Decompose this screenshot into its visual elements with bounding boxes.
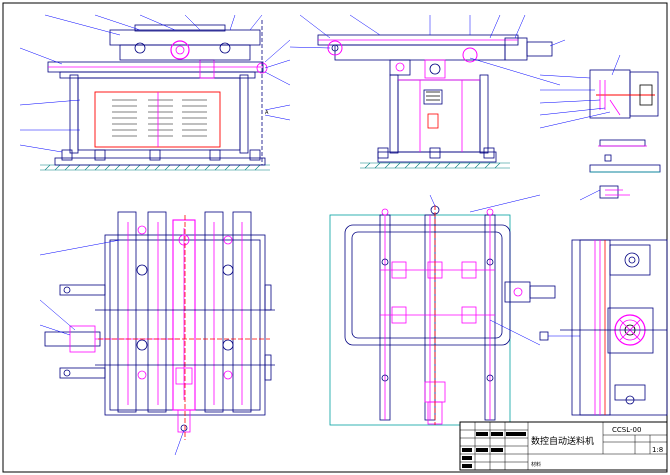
title-block: 数控自动送料机 CCSL-00 1:8 材料 xyxy=(459,421,668,471)
drawing-number: CCSL-00 xyxy=(612,426,641,434)
sheet-mark: A xyxy=(265,110,269,116)
feeder-plan-leaders xyxy=(429,194,580,346)
detail-view-clamp xyxy=(589,69,661,199)
detail-view-leaders xyxy=(539,54,621,201)
side-elevation-view xyxy=(317,34,553,169)
front-view-leaders xyxy=(19,14,291,153)
servo-motor xyxy=(170,40,190,60)
feed-roller-right xyxy=(462,47,478,63)
plan-view xyxy=(44,211,275,440)
title-block-rows xyxy=(462,432,526,468)
ground-hatch xyxy=(40,164,270,171)
drawing-title: 数控自动送料机 xyxy=(531,435,594,447)
gearbox xyxy=(424,59,446,79)
feeder-plan-view xyxy=(329,205,556,426)
bearing-top xyxy=(624,252,640,268)
electric-cabinet xyxy=(94,91,221,148)
front-elevation-view: A xyxy=(40,20,270,171)
side-view-leaders xyxy=(289,14,566,86)
drawing-scale: 1:8 xyxy=(652,446,663,454)
feed-motor-plan xyxy=(44,331,101,347)
plan-view-leaders xyxy=(39,239,185,456)
section-view xyxy=(560,239,668,416)
vent-louvres xyxy=(112,99,207,137)
material-label: 材料 xyxy=(531,461,541,468)
